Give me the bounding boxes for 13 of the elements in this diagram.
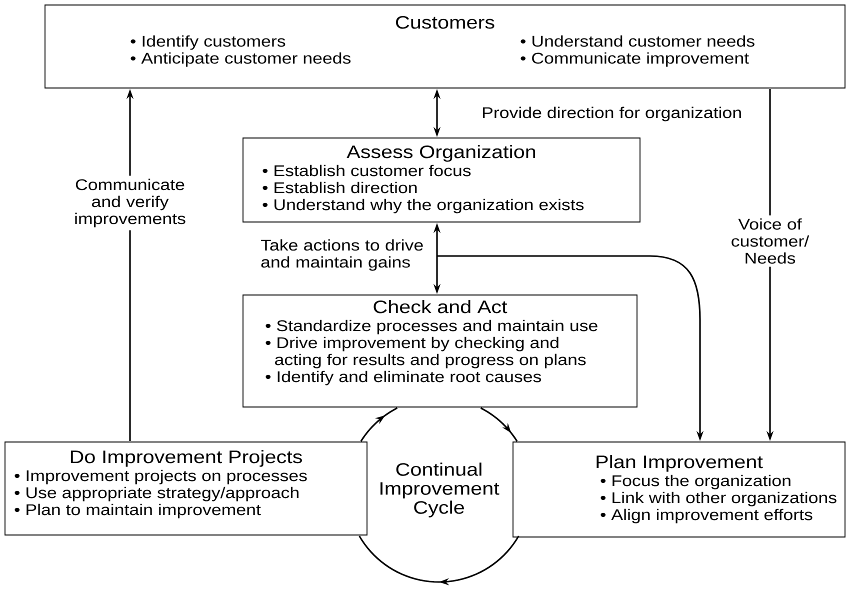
process-box: Plan Improvement • Focus the organization • Link with other organizations • Align improvement efforts <box>512 442 846 538</box>
cycle-arrow <box>360 407 398 442</box>
process-box: Customers • Identify customers • Anticipate customer needs • Understand customer needs • Communicate improvement <box>44 4 846 88</box>
cycle-arrow <box>358 536 520 586</box>
edge-label: Take actions to drive and maintain gains <box>260 239 423 271</box>
process-box: Check and Act • Standardize processes and maintain use • Drive improvement by checking and acting for results and progress on plans • Identify and eliminate root causes <box>242 294 638 408</box>
edge-label: Voice of customer/ Needs <box>724 215 816 267</box>
process-box: Do Improvement Projects • Improvement projects on processes • Use appropriate strategy/approach • Plan to maintain improvement <box>4 442 368 536</box>
cycle-arrow <box>480 407 518 442</box>
edge-label: Provide direction for organization <box>483 106 741 122</box>
process-box: Assess Organization • Establish customer focus • Establish direction • Understand why the organization exists <box>242 138 640 222</box>
cycle-label: Continual Improvement Cycle <box>380 462 500 518</box>
edge-label: Communicate and verify improvements <box>68 176 192 230</box>
